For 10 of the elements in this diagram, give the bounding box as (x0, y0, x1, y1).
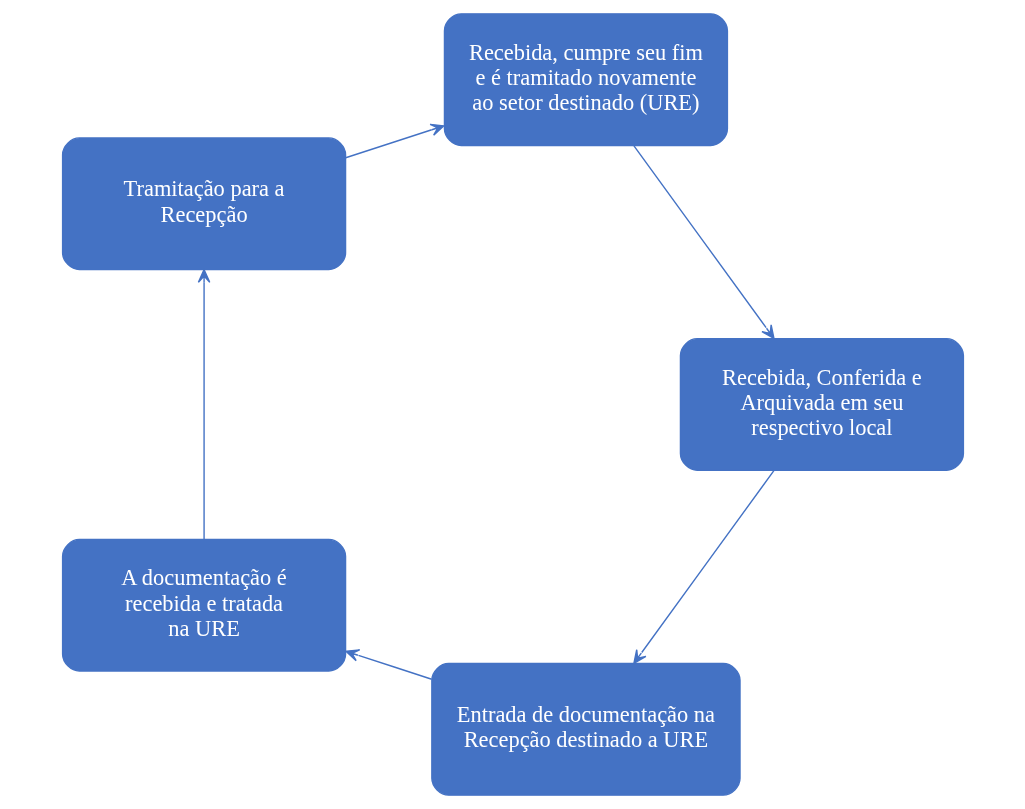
node-box: Recebida, Conferida e Arquivada em seu respectivo local (679, 337, 964, 472)
arrow (344, 649, 432, 680)
node-box: Tramitação para a Recepção (61, 137, 346, 271)
node-box: Entrada de documentação na Recepção destinado a URE (430, 662, 741, 796)
arrow (197, 268, 210, 541)
node-box: Recebida, cumpre seu fim e é tramitado novamente ao setor destinado (URE) (443, 13, 728, 147)
arrow (632, 145, 775, 340)
node-box: A documentação é recebida e tratada na URE (61, 538, 346, 672)
arrow (632, 469, 775, 664)
arrow (344, 123, 445, 159)
